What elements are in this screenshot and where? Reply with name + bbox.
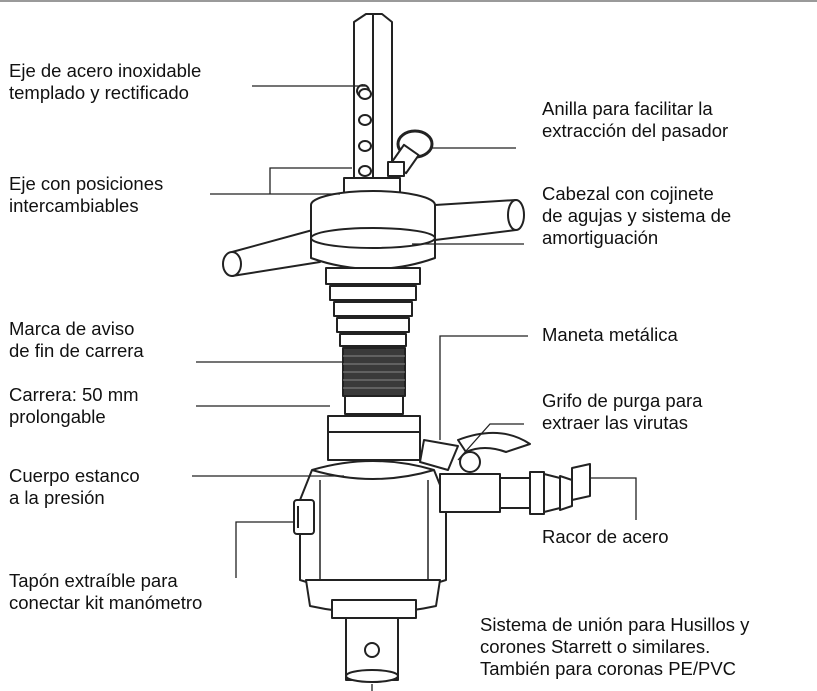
ring-pin [387,129,434,177]
leader-metal-handle [439,335,528,440]
label-steel-fitting: Racor de acero [542,526,668,548]
label-line: corones Starrett o similares. [480,636,711,657]
bottom-coupling [345,617,399,683]
label-shaft-steel: Eje de acero inoxidable templado y recti… [9,60,201,104]
body-collar [327,415,421,461]
main-body [299,460,447,619]
label-line: Maneta metálica [542,324,678,345]
side-plug [293,499,315,535]
label-line: conectar kit manómetro [9,592,203,613]
label-line: de fin de carrera [9,340,144,361]
label-line: Carrera: 50 mm [9,384,139,405]
leader-fitting [590,477,637,520]
label-end-mark: Marca de aviso de fin de carrera [9,318,144,362]
label-line: templado y rectificado [9,82,189,103]
label-metal-handle: Maneta metálica [542,324,678,346]
label-line: Cuerpo estanco [9,465,140,486]
leader-purge-valve [457,423,524,461]
label-line: Sistema de unión para Husillos y [480,614,750,635]
label-line: Marca de aviso [9,318,135,339]
label-line: prolongable [9,406,106,427]
t-handle [222,199,525,277]
label-body-sealed: Cuerpo estanco a la presión [9,465,140,509]
threaded-section [342,347,406,415]
label-line: Eje de acero inoxidable [9,60,202,81]
head-collar [310,177,436,277]
hex-shaft [353,13,393,186]
label-line: Racor de acero [542,526,669,547]
label-line: Grifo de purga para [542,390,703,411]
label-stroke: Carrera: 50 mm prolongable [9,384,139,428]
purge-valve [419,431,591,515]
label-ring-pin: Anilla para facilitar la extracción del … [542,98,728,142]
leader-plug [235,521,294,578]
label-line: a la presión [9,487,105,508]
label-removable-plug: Tapón extraíble para conectar kit manóme… [9,570,202,614]
label-line: de agujas y sistema de [542,205,732,226]
spring-stack [325,267,421,347]
label-line: intercambiables [9,195,139,216]
label-line: También para coronas PE/PVC [480,658,737,679]
label-purge-valve: Grifo de purga para extraer las virutas [542,390,702,434]
label-line: extraer las virutas [542,412,688,433]
label-line: Cabezal con cojinete [542,183,714,204]
label-head-bearing: Cabezal con cojinete de agujas y sistema… [542,183,731,249]
label-coupling-system: Sistema de unión para Husillos y corones… [480,614,749,680]
leader-shaft-positions [269,167,352,194]
label-line: Tapón extraíble para [9,570,178,591]
top-divider [0,0,817,2]
label-line: amortiguación [542,227,659,248]
label-line: extracción del pasador [542,120,729,141]
label-shaft-positions: Eje con posiciones intercambiables [9,173,163,217]
label-line: Eje con posiciones [9,173,164,194]
label-line: Anilla para facilitar la [542,98,713,119]
